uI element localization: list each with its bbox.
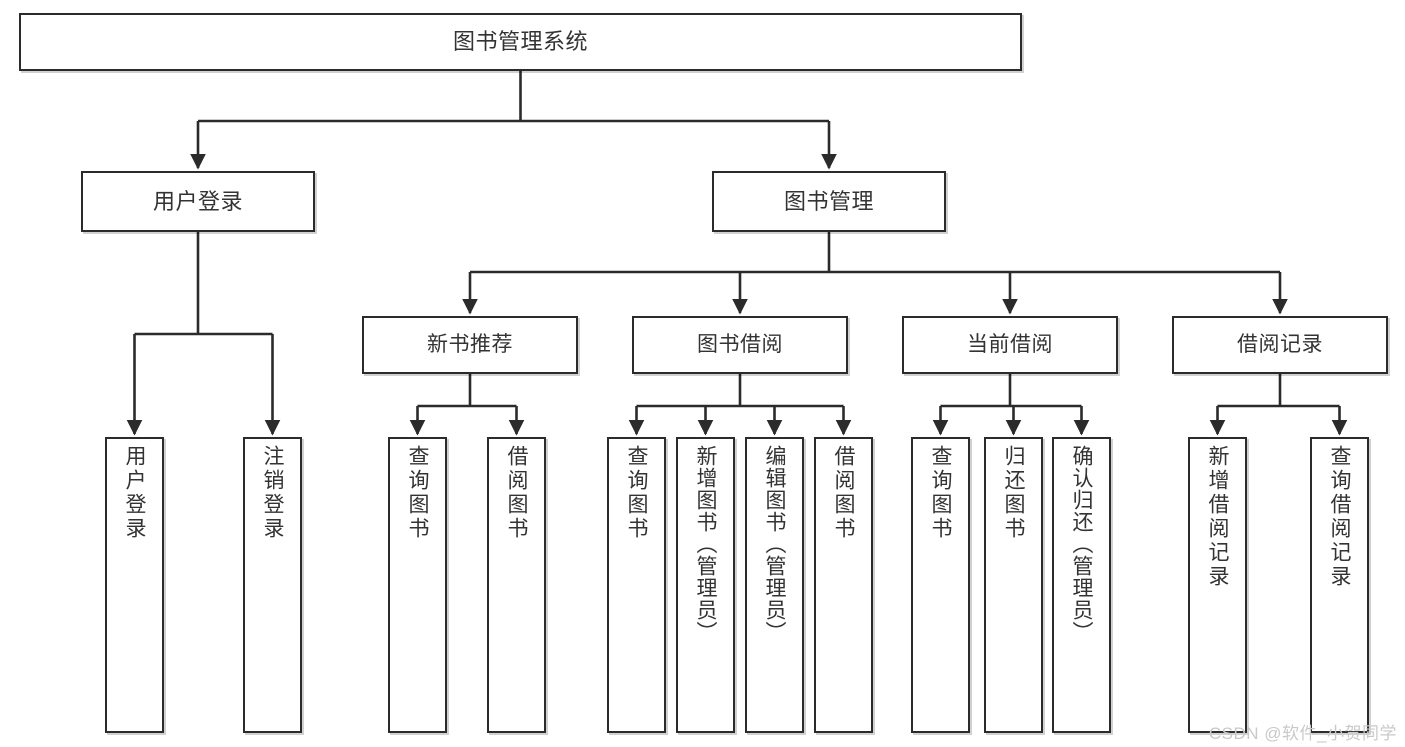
node-label: 图书借阅 — [697, 332, 783, 356]
node-label: 新书推荐 — [427, 332, 513, 356]
node-label: 用户登录 — [123, 445, 146, 541]
node-new-book-recommend[interactable]: 新书推荐 — [362, 316, 578, 374]
node-leaf-add-record[interactable]: 新增借阅记录 — [1188, 437, 1247, 733]
node-book-manage[interactable]: 图书管理 — [712, 171, 946, 232]
node-leaf-borrow-book-1[interactable]: 借阅图书 — [487, 437, 546, 733]
node-label: 借阅图书 — [832, 445, 855, 541]
node-borrow-record[interactable]: 借阅记录 — [1172, 316, 1388, 374]
node-label: 借阅图书 — [505, 445, 528, 541]
node-leaf-add-book[interactable]: 新增图书（管理员） — [676, 437, 735, 733]
node-label: 图书管理系统 — [452, 29, 588, 55]
node-leaf-query-book-1[interactable]: 查询图书 — [388, 437, 447, 733]
node-label: 当前借阅 — [967, 332, 1053, 356]
node-user-login[interactable]: 用户登录 — [81, 171, 315, 232]
node-label: 查询图书 — [625, 445, 648, 541]
node-label: 注销登录 — [261, 445, 284, 541]
node-label: 查询图书 — [406, 445, 429, 541]
node-leaf-query-book-3[interactable]: 查询图书 — [911, 437, 970, 733]
node-label: 编辑图书（管理员） — [763, 445, 786, 643]
node-label: 确认归还（管理员） — [1070, 445, 1093, 643]
node-label: 图书管理 — [783, 188, 874, 214]
node-label: 用户登录 — [152, 188, 243, 214]
node-leaf-logout[interactable]: 注销登录 — [243, 437, 302, 733]
node-label: 新增借阅记录 — [1206, 445, 1229, 589]
node-label: 新增图书（管理员） — [694, 445, 717, 643]
node-label: 查询图书 — [929, 445, 952, 541]
node-current-borrow[interactable]: 当前借阅 — [902, 316, 1118, 374]
node-leaf-query-book-2[interactable]: 查询图书 — [607, 437, 666, 733]
node-leaf-confirm-return[interactable]: 确认归还（管理员） — [1052, 437, 1111, 733]
node-book-borrow[interactable]: 图书借阅 — [632, 316, 848, 374]
node-label: 借阅记录 — [1237, 332, 1323, 356]
node-leaf-return-book[interactable]: 归还图书 — [984, 437, 1043, 733]
node-label: 查询借阅记录 — [1328, 445, 1351, 589]
node-label: 归还图书 — [1002, 445, 1025, 541]
node-leaf-user-login[interactable]: 用户登录 — [105, 437, 164, 733]
node-root-system[interactable]: 图书管理系统 — [19, 13, 1022, 71]
node-leaf-query-record[interactable]: 查询借阅记录 — [1310, 437, 1369, 733]
node-leaf-edit-book[interactable]: 编辑图书（管理员） — [745, 437, 804, 733]
node-leaf-borrow-book-2[interactable]: 借阅图书 — [814, 437, 873, 733]
